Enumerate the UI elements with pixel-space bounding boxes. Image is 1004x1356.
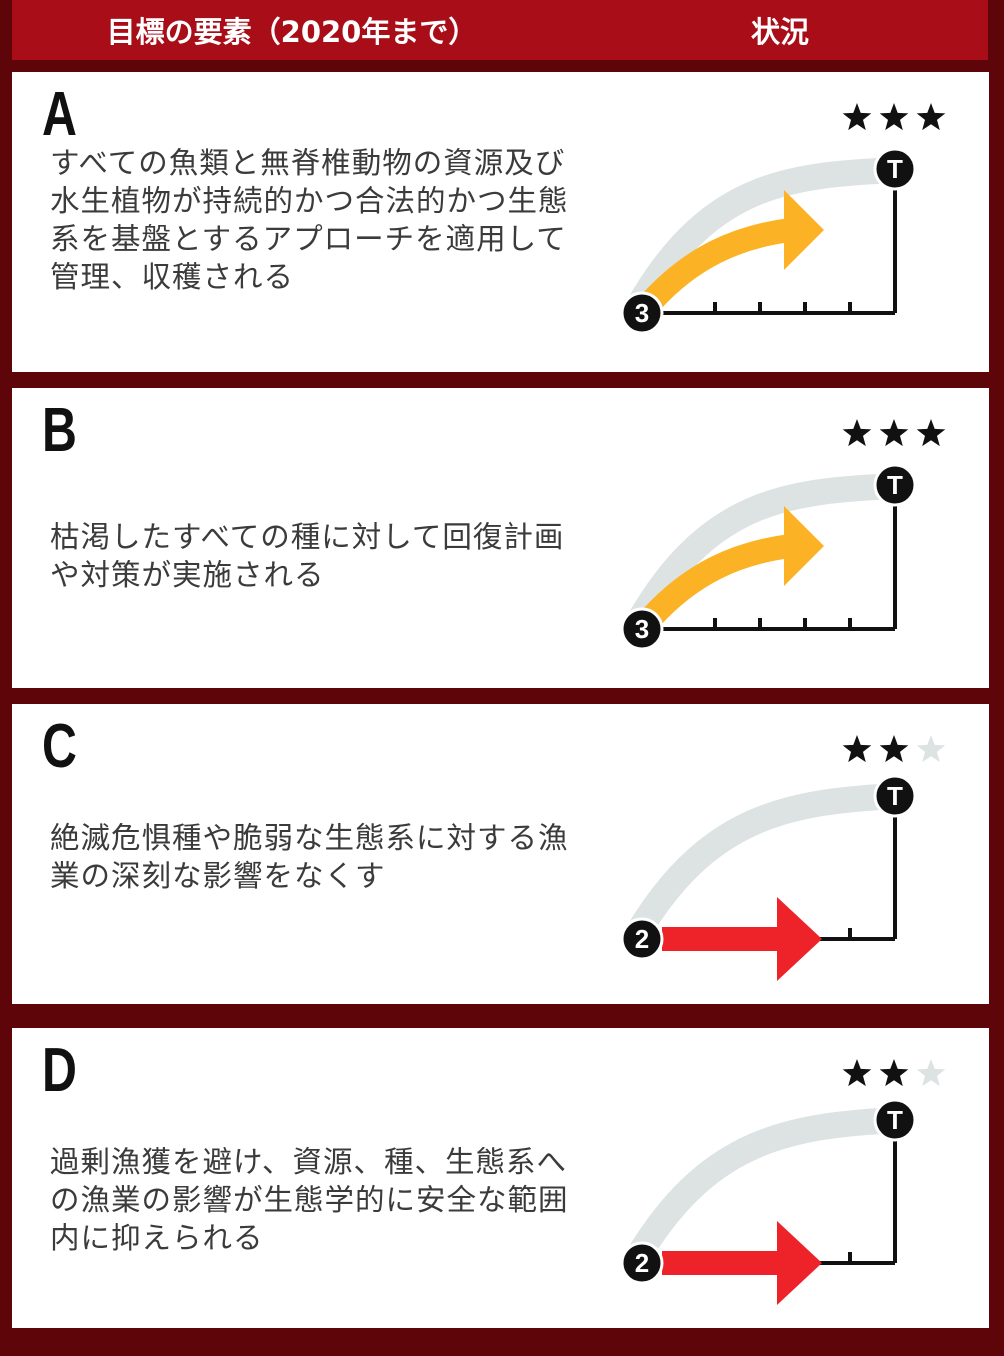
target-letter-b: B <box>42 396 77 465</box>
status-axis <box>662 488 897 631</box>
star-rating <box>842 419 946 447</box>
target-letter-c: C <box>42 712 77 781</box>
target-letter-a: A <box>42 80 77 149</box>
start-level-label: 3 <box>635 298 649 328</box>
target-marker: T <box>873 147 917 191</box>
target-description-c: 絶滅危惧種や脆弱な生態系に対する漁業の深刻な影響をなくす <box>50 821 569 893</box>
target-marker-label: T <box>887 1105 903 1135</box>
star-filled-icon <box>879 735 909 763</box>
target-panel-d: D 過剰漁獲を避け、資源、種、生態系への漁業の影響が生態学的に安全な範囲内に抑え… <box>12 1028 989 1328</box>
target-panel-a: A すべての魚類と無脊椎動物の資源及び水生植物が持続的かつ合法的かつ生態系を基盤… <box>12 72 989 372</box>
target-letter-d: D <box>42 1036 77 1105</box>
target-curve <box>629 1107 908 1263</box>
start-level-label: 2 <box>635 924 649 954</box>
target-marker-label: T <box>887 154 903 184</box>
star-filled-icon <box>879 419 909 447</box>
header-target-elements: 目標の要素（2020年まで） <box>106 15 478 49</box>
target-marker-label: T <box>887 470 903 500</box>
start-level-marker: 3 <box>620 291 664 335</box>
progress-arrow-shaft <box>662 927 784 951</box>
star-filled-icon <box>842 419 872 447</box>
target-curve <box>629 157 908 313</box>
progress-arrow-head <box>777 897 822 981</box>
target-description-d: 過剰漁獲を避け、資源、種、生態系への漁業の影響が生態学的に安全な範囲内に抑えられ… <box>50 1145 569 1255</box>
star-filled-icon <box>842 103 872 131</box>
star-rating <box>842 103 946 131</box>
progress-arrow-shaft <box>642 534 792 627</box>
status-graphic-b: 3 T <box>620 419 946 651</box>
star-filled-icon <box>916 419 946 447</box>
progress-arrow-head <box>784 506 824 586</box>
target-description-b: 枯渇したすべての種に対して回復計画や対策が実施される <box>50 520 565 592</box>
star-empty-icon <box>916 1059 946 1087</box>
status-graphic-d: 2 T <box>620 1059 946 1305</box>
progress-arrow-shaft <box>662 1251 784 1275</box>
star-filled-icon <box>842 1059 872 1087</box>
target-marker: T <box>873 1098 917 1142</box>
start-level-marker: 2 <box>620 1241 664 1285</box>
target-curve <box>629 473 908 629</box>
start-level-label: 2 <box>635 1248 649 1278</box>
status-graphic-c: 2 T <box>620 735 946 981</box>
target-panel-c: C 絶滅危惧種や脆弱な生態系に対する漁業の深刻な影響をなくす 2 T <box>12 704 989 1004</box>
start-level-marker: 2 <box>620 917 664 961</box>
star-filled-icon <box>879 103 909 131</box>
target-marker: T <box>873 774 917 818</box>
target-curve <box>629 783 908 939</box>
start-level-marker: 3 <box>620 607 664 651</box>
star-rating <box>842 1059 946 1087</box>
target-panel-b: B 枯渇したすべての種に対して回復計画や対策が実施される 3 T <box>12 388 989 688</box>
status-graphic-a: 3 T <box>620 103 946 335</box>
star-empty-icon <box>916 735 946 763</box>
star-filled-icon <box>879 1059 909 1087</box>
progress-arrow-shaft <box>642 218 792 311</box>
star-rating <box>842 735 946 763</box>
target-marker: T <box>873 463 917 507</box>
start-level-label: 3 <box>635 614 649 644</box>
target-marker-label: T <box>887 781 903 811</box>
progress-arrow-head <box>777 1221 822 1305</box>
header-status: 状況 <box>750 15 809 49</box>
target-description-a: すべての魚類と無脊椎動物の資源及び水生植物が持続的かつ合法的かつ生態系を基盤とす… <box>50 146 569 294</box>
star-filled-icon <box>916 103 946 131</box>
status-axis <box>662 172 897 315</box>
progress-arrow-head <box>784 190 824 270</box>
star-filled-icon <box>842 735 872 763</box>
table-header: 目標の要素（2020年まで） 状況 <box>12 0 988 60</box>
